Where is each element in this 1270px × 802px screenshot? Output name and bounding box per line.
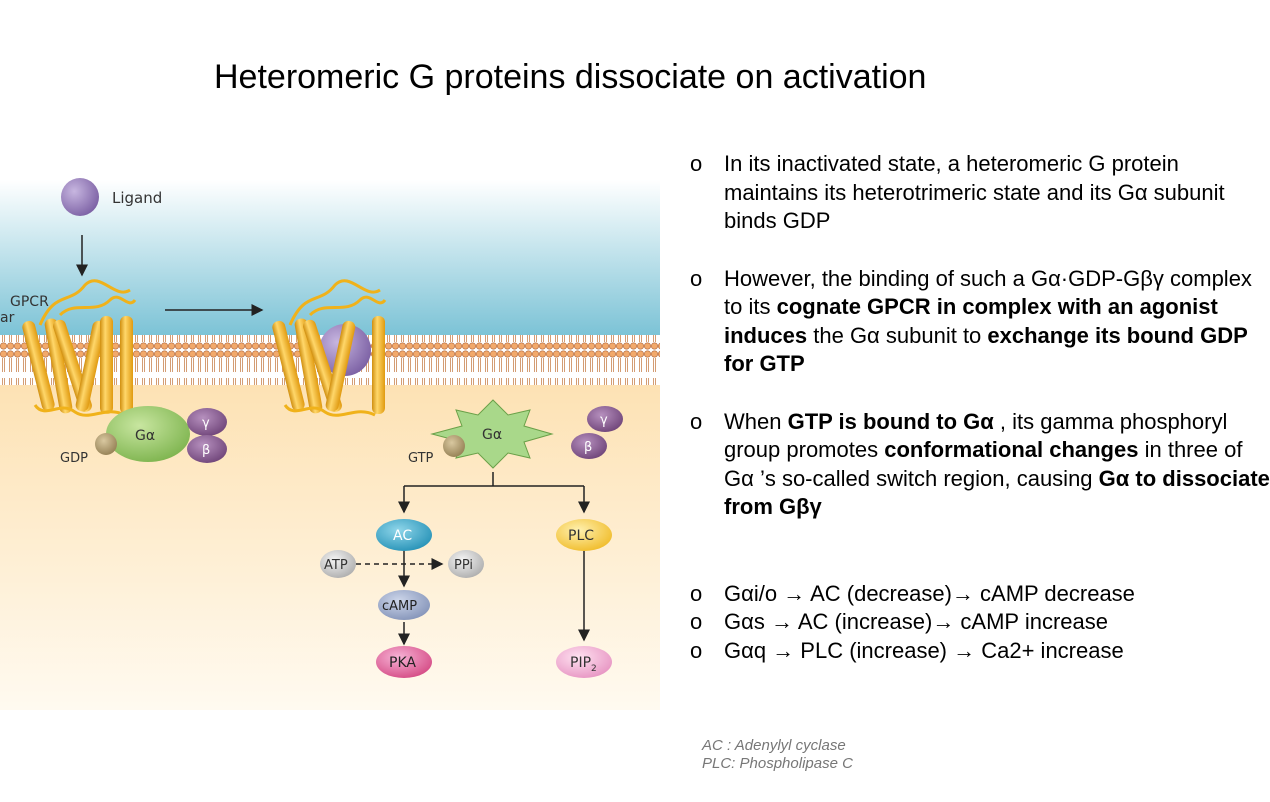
bullet-text: in three of Gα ’s so-called switch regio… [724,437,1243,491]
plc-node [556,519,612,551]
bullet-text: , its gamma phosphoryl group promotes [724,408,1228,463]
bullet-bold-text: conformational changes [884,437,1139,462]
bullet-marker: o [690,265,703,291]
slide-title: Heteromeric G proteins dissociate on act… [214,58,927,96]
bullet-marker: o [690,408,703,434]
g-protein-activation-diagram: Ligand GPCR ar Gα γ β GDP Gα GTP [0,178,660,710]
extracellular-space [0,180,660,335]
bullet-text: In its inactivated state, a heteromeric … [724,151,1225,233]
bullet-item: o However, the binding of such a Gα·GDP-G… [690,265,1270,379]
ppi-label: PPi [454,558,473,573]
bullet-text: When [724,408,788,434]
extracellular-label-fragment: ar [0,310,15,326]
beta-subunit-inactive [187,435,227,463]
bullet-marker: o [690,580,703,606]
pip2-node [556,646,612,678]
bullet-bold-text: Gα to dissociate from Gβγ [724,465,1270,520]
beta-label-free: β [584,440,592,455]
plc-label: PLC [568,528,594,544]
bullet-item: o In its inactivated state, a heteromeric… [690,150,1270,236]
beta-subunit-free [571,433,607,459]
bullet-item: o Gαs → AC (increase)→ cAMP increase [690,608,1270,637]
footnotes: AC : Adenylyl cyclase PLC: Phospholipase… [702,737,853,773]
pka-node [376,646,432,678]
gdp-icon [95,433,117,455]
footnote-plc: PLC: Phospholipase C [702,755,853,772]
bullet-item: o When GTP is bound to Gα , its gamma pho… [690,408,1270,522]
gtp-icon [443,435,465,457]
bullet-bold-text: GTP is bound to Gα [787,408,994,434]
g-alpha-label-active: Gα [482,427,502,443]
pip2-label: PIP2 [570,655,597,674]
bullet-marker: o [690,609,703,634]
bullet-bold-text: exchange its bound GDP for GTP [724,322,1248,377]
atp-label: ATP [324,558,348,573]
ligand-icon [61,178,99,216]
camp-node [378,590,430,620]
footnote-ac: AC : Adenylyl cyclase [702,737,846,754]
bullet-text: the Gα subunit to [807,322,988,348]
gdp-label: GDP [60,451,88,466]
bullet-list: o In its inactivated state, a heteromeric… [690,150,1270,665]
g-alpha-label-inactive: Gα [135,428,155,444]
ac-node [376,519,432,551]
bullet-text: However, the binding of such a Gα·GDP-Gβ… [724,265,1252,320]
beta-label-inactive: β [202,443,210,458]
pka-label: PKA [389,655,416,671]
gamma-subunit-inactive [187,408,227,436]
bullet-bold-text: cognate GPCR in complex with an agonist … [724,294,1218,348]
bullet-item: o Gαi/o → AC (decrease)→ cAMP decrease [690,580,1270,609]
pip2-subscript: 2 [591,664,597,674]
bullet-text: Gαq → PLC (increase) → Ca2+ increase [724,637,1124,663]
ac-label: AC [393,528,412,544]
effector-branch-arrows [356,472,590,646]
bullet-marker: o [690,637,703,663]
camp-label: cAMP [382,599,417,614]
bullet-text: Gαs → AC (increase)→ cAMP increase [724,609,1108,634]
bullet-marker: o [690,151,703,176]
gamma-subunit-free [587,406,623,432]
gpcr-label: GPCR [10,294,49,310]
ligand-label: Ligand [112,189,162,207]
gpcr-receptor-active [272,279,387,417]
g-alpha-inactive [106,406,190,462]
atp-node [320,550,356,578]
ppi-node [448,550,484,578]
gamma-label-free: γ [600,413,608,428]
gamma-label-inactive: γ [202,416,210,431]
gtp-label: GTP [408,451,434,466]
bullet-item: o Gαq → PLC (increase) → Ca2+ increase [690,637,1270,666]
bullet-text: Gαi/o → AC (decrease)→ cAMP decrease [724,580,1135,606]
gpcr-receptor-inactive [22,279,137,417]
